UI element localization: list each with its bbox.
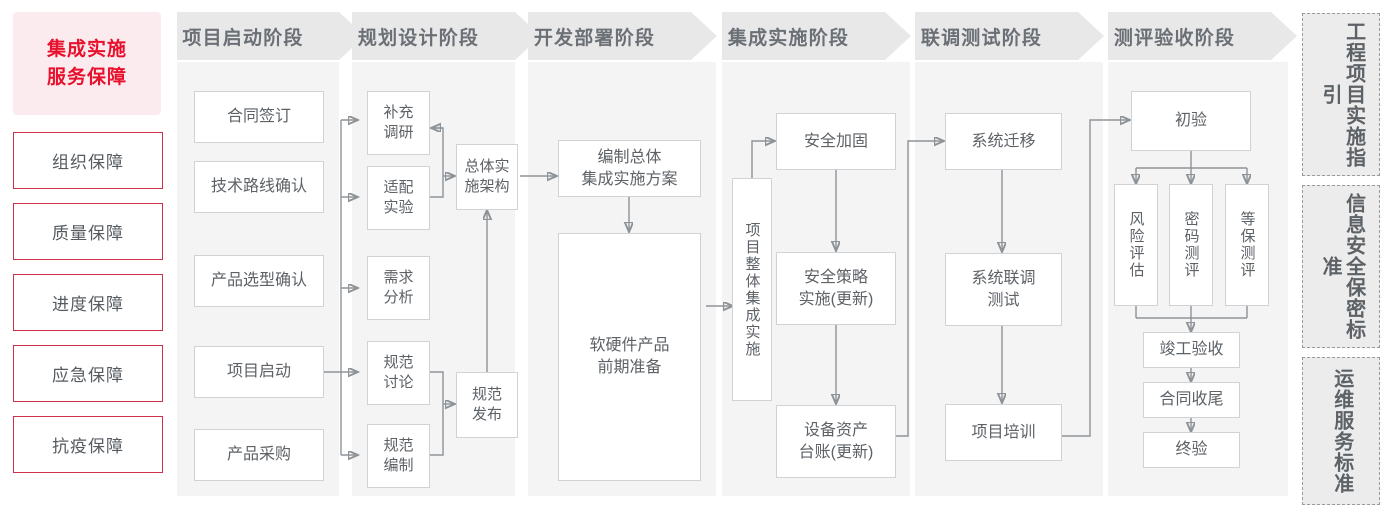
node-adaptation-test[interactable]: 适配实验 <box>367 166 430 230</box>
node-security-policy[interactable]: 安全策略实施(更新) <box>776 252 896 325</box>
node-risk-assessment[interactable]: 风险评估 <box>1114 184 1158 306</box>
node-product-purchase[interactable]: 产品采购 <box>194 429 324 481</box>
node-contract-signing[interactable]: 合同签订 <box>194 91 324 143</box>
node-final-acceptance[interactable]: 终验 <box>1143 432 1240 468</box>
sidebar-item-quality[interactable]: 质量保障 <box>13 203 163 260</box>
phase-header-5: 联调测试阶段 <box>915 12 1104 60</box>
standard-label: 运维服务标准 <box>1330 368 1353 494</box>
node-asset-ledger[interactable]: 设备资产台账(更新) <box>776 405 896 478</box>
standard-infosec[interactable]: 信息安全保密标准 <box>1302 185 1380 348</box>
chevron-icon <box>1078 12 1104 60</box>
node-joint-debug-test[interactable]: 系统联调测试 <box>945 253 1062 326</box>
node-overall-integration[interactable]: 项目整体集成实施 <box>732 178 772 401</box>
node-spec-publication[interactable]: 规范发布 <box>456 372 518 438</box>
node-tech-route-confirm[interactable]: 技术路线确认 <box>194 161 324 213</box>
phase-header-3-label: 开发部署阶段 <box>533 27 656 49</box>
node-project-training[interactable]: 项目培训 <box>945 404 1062 461</box>
node-product-selection[interactable]: 产品选型确认 <box>194 255 324 307</box>
chevron-icon <box>691 12 717 60</box>
node-project-kickoff[interactable]: 项目启动 <box>194 346 324 398</box>
sidebar-item-organization[interactable]: 组织保障 <box>13 132 163 189</box>
node-spec-discussion[interactable]: 规范讨论 <box>367 341 430 405</box>
phase-header-6: 测评验收阶段 <box>1108 12 1297 60</box>
phase-header-6-label: 测评验收阶段 <box>1113 27 1236 49</box>
node-completion-acceptance[interactable]: 竣工验收 <box>1143 332 1240 368</box>
node-preliminary-acceptance[interactable]: 初验 <box>1131 91 1251 151</box>
phase-header-4: 集成实施阶段 <box>722 12 911 60</box>
phase-header-1-label: 项目启动阶段 <box>182 27 304 49</box>
node-crypto-evaluation[interactable]: 密码测评 <box>1169 184 1213 306</box>
sidebar-title: 集成实施服务保障 <box>13 12 161 115</box>
node-system-migration[interactable]: 系统迁移 <box>945 113 1062 170</box>
chevron-icon <box>885 12 911 60</box>
node-compile-overall-plan[interactable]: 编制总体集成实施方案 <box>558 140 701 197</box>
chevron-icon <box>1271 12 1297 60</box>
sidebar-item-schedule[interactable]: 进度保障 <box>13 274 163 331</box>
phase-header-3: 开发部署阶段 <box>528 12 717 60</box>
phase-header-4-label: 集成实施阶段 <box>727 27 850 49</box>
sidebar-item-epidemic[interactable]: 抗疫保障 <box>13 416 163 473</box>
node-grade-evaluation[interactable]: 等保测评 <box>1225 184 1269 306</box>
phase-header-1: 项目启动阶段 <box>177 12 365 60</box>
node-overall-architecture[interactable]: 总体实施架构 <box>456 144 518 210</box>
sidebar-item-emergency[interactable]: 应急保障 <box>13 345 163 402</box>
standard-engineering-guideline[interactable]: 工程项目实施指引 <box>1302 13 1380 176</box>
standard-label: 信息安全保密标准 <box>1319 193 1365 340</box>
standard-ops-service[interactable]: 运维服务标准 <box>1302 357 1380 505</box>
phase-header-2: 规划设计阶段 <box>352 12 541 60</box>
assurance-sidebar: 集成实施服务保障 组织保障 质量保障 进度保障 应急保障 抗疫保障 <box>13 12 163 502</box>
node-hw-sw-preparation[interactable]: 软硬件产品前期准备 <box>558 233 701 481</box>
phase-header-2-label: 规划设计阶段 <box>357 27 480 49</box>
node-requirement-analysis[interactable]: 需求分析 <box>367 256 430 320</box>
phase-header-5-label: 联调测试阶段 <box>920 27 1043 49</box>
node-security-hardening[interactable]: 安全加固 <box>776 113 896 170</box>
node-supplementary-survey[interactable]: 补充调研 <box>367 91 430 155</box>
node-spec-drafting[interactable]: 规范编制 <box>367 424 430 488</box>
node-contract-closure[interactable]: 合同收尾 <box>1143 382 1240 418</box>
standard-label: 工程项目实施指引 <box>1319 21 1365 168</box>
